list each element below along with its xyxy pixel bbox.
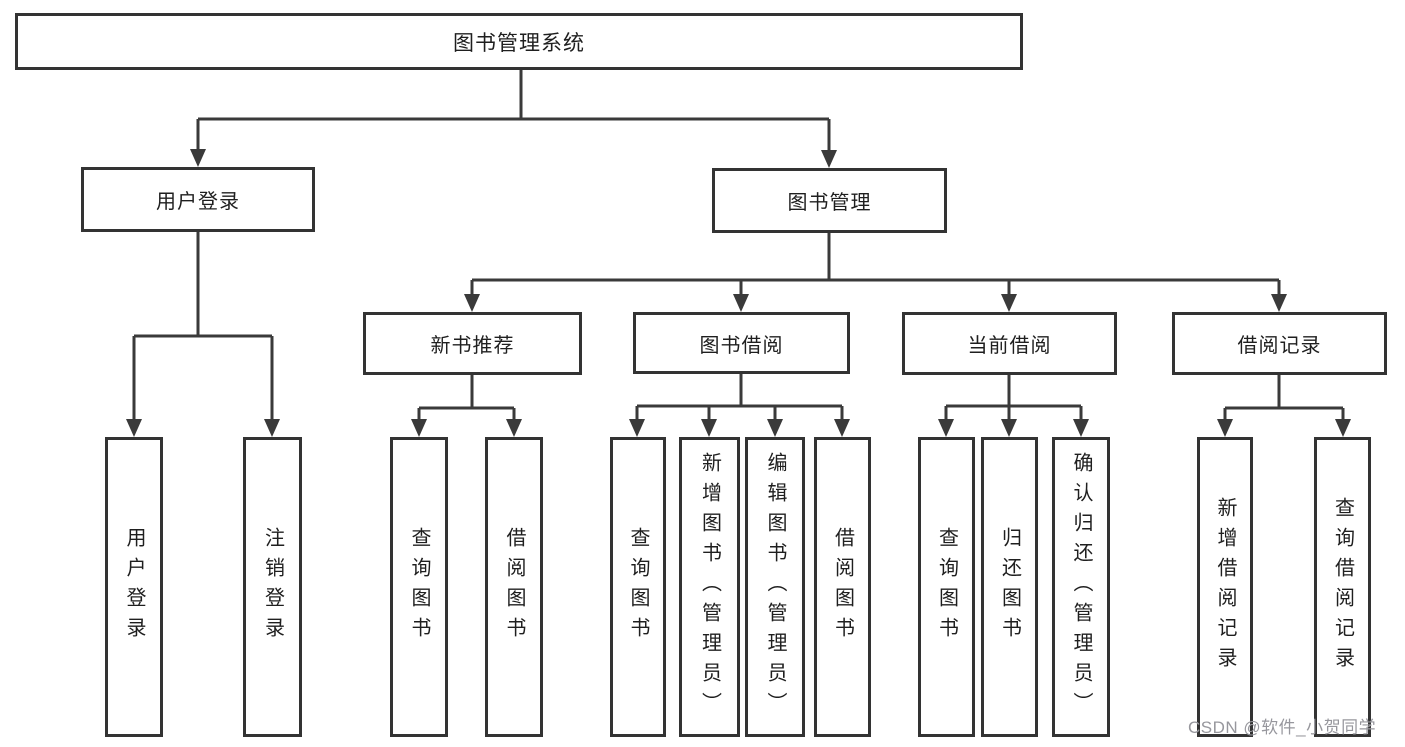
leaf-label: 编辑图书（管理员） [764, 452, 786, 722]
leaf-label: 查询借阅记录 [1331, 497, 1354, 677]
leaf-borrow-books: 借阅图书 [814, 437, 871, 737]
leaf-label: 注销登录 [261, 527, 284, 647]
node-label: 用户登录 [156, 191, 240, 213]
leaf-borrow-books-recommend: 借阅图书 [485, 437, 543, 737]
leaf-label: 查询图书 [935, 527, 958, 647]
leaf-add-books-admin: 新增图书（管理员） [679, 437, 740, 737]
leaf-query-books-recommend: 查询图书 [390, 437, 448, 737]
node-borrow-records: 借阅记录 [1172, 312, 1387, 375]
leaf-query-books-borrow: 查询图书 [610, 437, 666, 737]
leaf-add-borrow-record: 新增借阅记录 [1197, 437, 1253, 737]
node-root-system: 图书管理系统 [15, 13, 1023, 70]
leaf-label: 借阅图书 [831, 527, 854, 647]
node-book-borrow: 图书借阅 [633, 312, 850, 374]
leaf-label: 归还图书 [998, 527, 1021, 647]
node-label: 图书管理 [787, 192, 872, 214]
node-root-label: 图书管理系统 [453, 31, 585, 55]
leaf-label: 新增图书（管理员） [698, 452, 721, 722]
node-label: 借阅记录 [1237, 335, 1322, 357]
leaf-logout: 注销登录 [243, 437, 302, 737]
node-label: 当前借阅 [967, 335, 1052, 357]
leaf-label: 确认归还（管理员） [1070, 452, 1092, 722]
leaf-label: 查询图书 [408, 527, 430, 647]
node-book-management-module: 图书管理 [712, 168, 947, 233]
leaf-edit-books-admin: 编辑图书（管理员） [745, 437, 805, 737]
leaf-query-borrow-record: 查询借阅记录 [1314, 437, 1371, 737]
leaf-query-books-current: 查询图书 [918, 437, 975, 737]
leaf-return-books: 归还图书 [981, 437, 1038, 737]
leaf-label: 用户登录 [123, 527, 145, 647]
leaf-label: 查询图书 [627, 527, 649, 647]
node-label: 图书借阅 [699, 334, 784, 357]
leaf-label: 新增借阅记录 [1214, 497, 1236, 677]
node-user-login-module: 用户登录 [81, 167, 315, 232]
leaf-user-login: 用户登录 [105, 437, 163, 737]
node-current-borrow: 当前借阅 [902, 312, 1117, 375]
csdn-watermark: CSDN @软件_小贺同学 [1188, 718, 1377, 737]
leaf-confirm-return-admin: 确认归还（管理员） [1052, 437, 1110, 737]
node-label: 新书推荐 [430, 335, 515, 357]
leaf-label: 借阅图书 [503, 527, 525, 647]
node-new-book-recommend: 新书推荐 [363, 312, 582, 375]
